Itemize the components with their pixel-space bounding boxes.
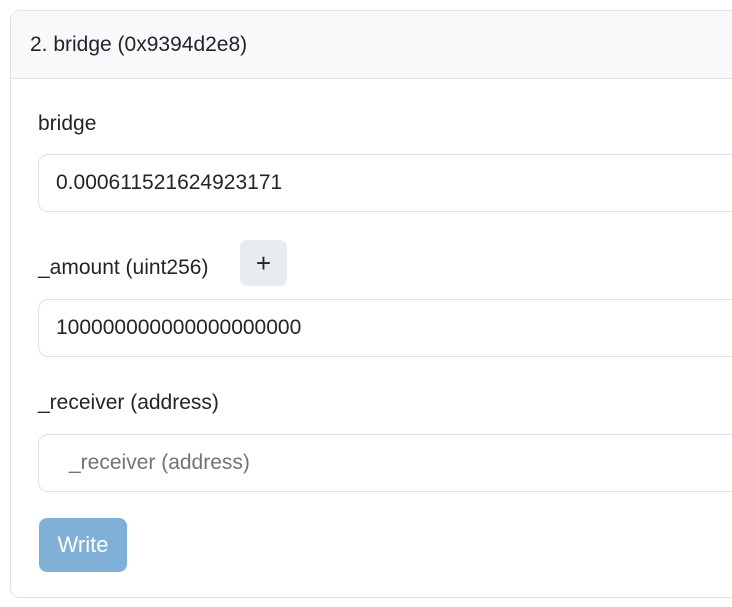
field-label-receiver: _receiver (address) bbox=[38, 391, 219, 414]
amount-value-text: 100000000000000000000 bbox=[56, 316, 302, 339]
plus-icon: + bbox=[255, 247, 272, 278]
function-card: 2. bridge (0x9394d2e8) bridge 0.00061152… bbox=[10, 10, 732, 598]
write-button-label: Write bbox=[57, 532, 109, 557]
function-card-header[interactable]: 2. bridge (0x9394d2e8) bbox=[11, 11, 732, 79]
bridge-value-input[interactable]: 0.000611521624923171 bbox=[38, 154, 732, 212]
receiver-placeholder-text: _receiver (address) bbox=[69, 451, 250, 474]
function-title: 2. bridge (0x9394d2e8) bbox=[30, 32, 248, 56]
receiver-address-input[interactable]: _receiver (address) bbox=[38, 434, 732, 492]
field-label-amount: _amount (uint256) bbox=[38, 256, 209, 279]
bridge-value-text: 0.000611521624923171 bbox=[56, 171, 283, 194]
amount-input[interactable]: 100000000000000000000 bbox=[38, 299, 732, 357]
add-amount-button[interactable]: + bbox=[240, 240, 287, 286]
field-label-bridge: bridge bbox=[38, 112, 97, 135]
write-button[interactable]: Write bbox=[39, 518, 127, 572]
